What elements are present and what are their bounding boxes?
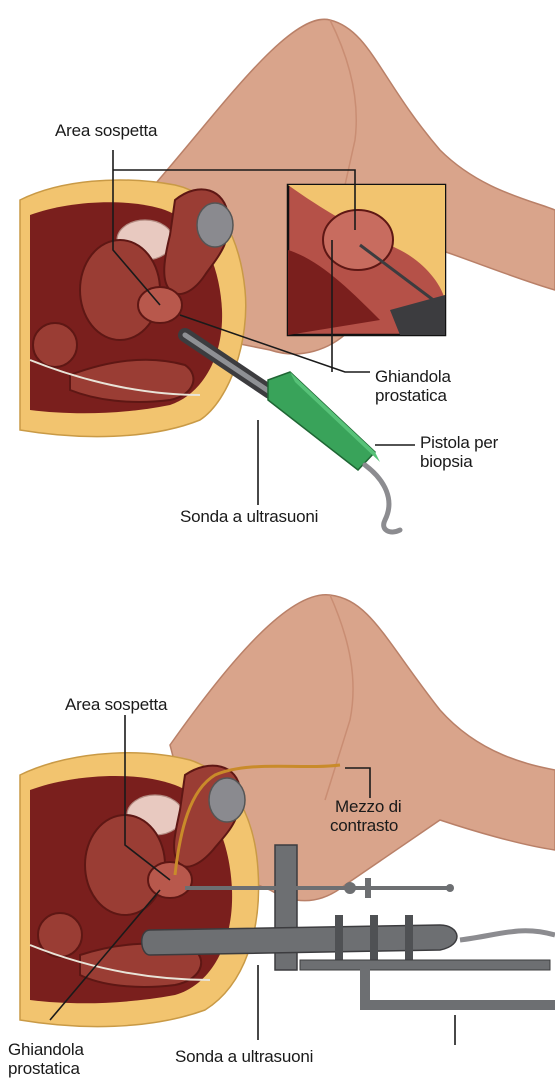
biopsy-gun-1 [185, 335, 400, 532]
label-ultrasound-probe-2: Sonda a ultrasuoni [175, 1047, 313, 1066]
label-prostate-gland-2-line1: Ghiandola [8, 1040, 84, 1059]
label-ultrasound-probe-1: Sonda a ultrasuoni [180, 507, 318, 526]
label-suspicious-area-1: Area sospetta [55, 121, 158, 140]
inset-view-1 [288, 185, 445, 335]
label-prostate-gland-1-line2: prostatica [375, 386, 447, 405]
label-contrast-medium-line2: contrasto [330, 816, 398, 835]
panel-1-transrectal-biopsy: Area sospetta Ghiandola prostatica Pisto… [20, 19, 555, 532]
label-prostate-gland-1-line1: Ghiandola [375, 367, 451, 386]
label-biopsy-gun-line1: Pistola per [420, 433, 499, 452]
label-biopsy-gun-line2: biopsia [420, 452, 473, 471]
label-prostate-gland-2-line2: prostatica [8, 1059, 80, 1078]
label-contrast-medium-line1: Mezzo di [335, 797, 401, 816]
label-suspicious-area-2: Area sospetta [65, 695, 168, 714]
panel-2-transperineal-biopsy: Area sospetta Mezzo di contrasto Ghiando… [8, 595, 555, 1078]
